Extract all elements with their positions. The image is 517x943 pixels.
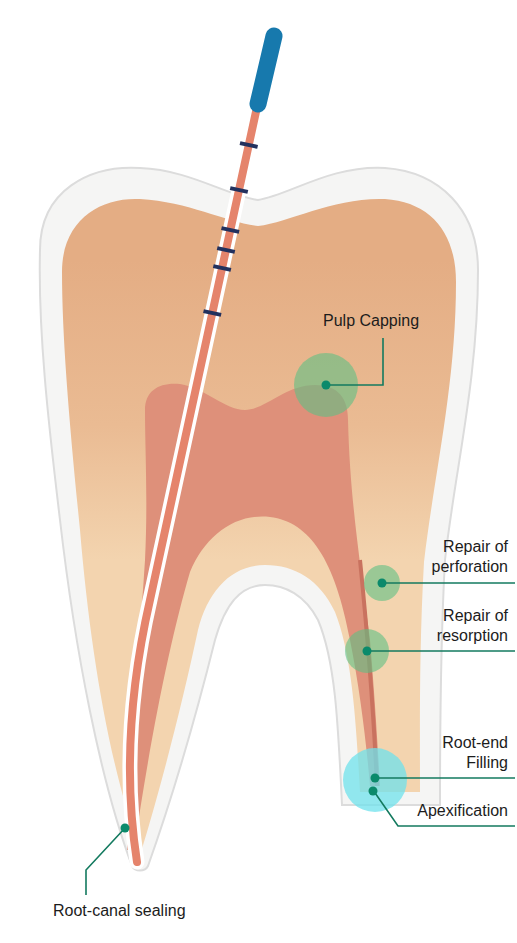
leader-dot: [369, 787, 378, 796]
file-stripe: [230, 188, 248, 192]
leader-line: [375, 777, 515, 779]
part-label: Root-end Filling: [408, 733, 508, 773]
highlight-circle: [343, 748, 407, 812]
part-label: Repair of perforation: [408, 537, 508, 577]
leader-dot: [371, 774, 380, 783]
file-stripe: [222, 228, 240, 232]
tooth-dentin: [62, 199, 456, 852]
pulp: [127, 384, 380, 850]
file-handle: [258, 36, 274, 104]
leader-dot: [378, 579, 387, 588]
leader-line: [373, 790, 515, 826]
tooth-enamel: [40, 168, 478, 871]
leader-dot: [121, 824, 130, 833]
leader-line: [326, 338, 383, 385]
leader-line: [86, 828, 125, 895]
part-label: Repair of resorption: [408, 606, 508, 646]
leader-dot: [363, 647, 372, 656]
part-label: Pulp Capping: [323, 311, 419, 331]
leader-lines: [86, 338, 515, 895]
leader-line: [382, 582, 515, 584]
part-label: Root-canal sealing: [53, 901, 186, 921]
part-label: Apexification: [417, 801, 508, 821]
leader-dot: [322, 381, 331, 390]
file-stripe: [213, 266, 231, 270]
file-stripe: [217, 248, 235, 252]
file-stripes: [204, 143, 258, 315]
file-stripe: [204, 311, 222, 315]
leader-line: [367, 650, 515, 652]
leader-dots: [121, 381, 387, 833]
file-shaft: [130, 38, 272, 862]
file-stripe: [240, 143, 258, 147]
file-gap: [130, 38, 272, 862]
